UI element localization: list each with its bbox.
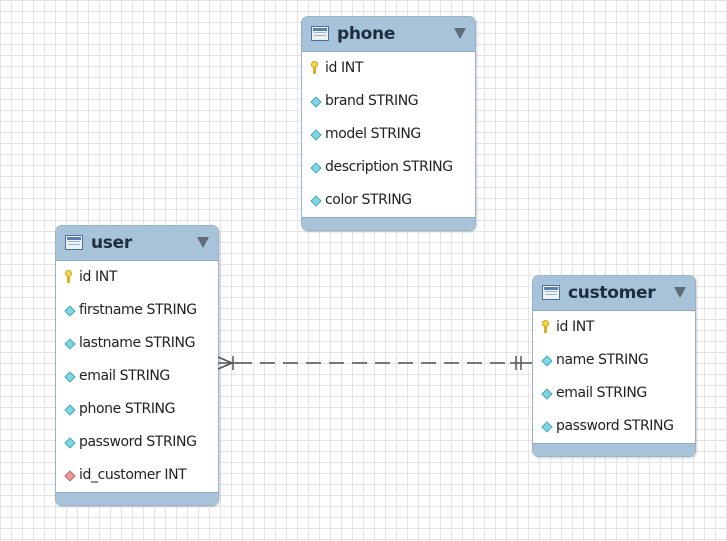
table-icon — [65, 235, 83, 250]
column-label: firstname STRING — [79, 302, 197, 318]
table-header[interactable]: user — [56, 226, 218, 261]
table-customer[interactable]: customer id INT name STRING email STRING… — [532, 275, 696, 457]
column-label: password STRING — [79, 434, 197, 450]
column-row[interactable]: email STRING — [533, 377, 695, 410]
table-title: user — [91, 233, 132, 253]
table-title: phone — [337, 24, 396, 44]
column-label: email STRING — [556, 385, 647, 401]
column-row[interactable]: phone STRING — [56, 393, 218, 426]
primary-key-icon — [65, 270, 72, 283]
column-label: brand STRING — [325, 93, 419, 109]
column-row[interactable]: model STRING — [302, 118, 475, 151]
column-row[interactable]: id INT — [533, 311, 695, 344]
one-cardinality-marker — [510, 356, 532, 370]
column-label: phone STRING — [79, 401, 176, 417]
column-label: password STRING — [556, 418, 674, 434]
column-row[interactable]: lastname STRING — [56, 327, 218, 360]
column-row[interactable]: password STRING — [533, 410, 695, 443]
column-label: description STRING — [325, 159, 453, 175]
table-title: customer — [568, 283, 656, 303]
column-row[interactable]: id INT — [302, 52, 475, 85]
column-row[interactable]: password STRING — [56, 426, 218, 459]
table-icon — [311, 26, 329, 41]
column-row[interactable]: email STRING — [56, 360, 218, 393]
table-user[interactable]: user id INT firstname STRING lastname ST… — [55, 225, 219, 506]
column-row[interactable]: color STRING — [302, 184, 475, 217]
collapse-arrow-icon[interactable] — [674, 287, 686, 298]
column-row[interactable]: name STRING — [533, 344, 695, 377]
column-label: email STRING — [79, 368, 170, 384]
column-row[interactable]: id INT — [56, 261, 218, 294]
column-label: id INT — [325, 60, 363, 76]
column-label: model STRING — [325, 126, 421, 142]
table-footer — [56, 492, 218, 505]
table-footer — [533, 443, 695, 456]
table-header[interactable]: customer — [533, 276, 695, 311]
collapse-arrow-icon[interactable] — [454, 28, 466, 39]
column-label: lastname STRING — [79, 335, 196, 351]
column-row[interactable]: description STRING — [302, 151, 475, 184]
column-label: id INT — [556, 319, 594, 335]
column-row[interactable]: firstname STRING — [56, 294, 218, 327]
many-cardinality-marker — [217, 356, 238, 370]
table-icon — [542, 285, 560, 300]
collapse-arrow-icon[interactable] — [197, 237, 209, 248]
column-row[interactable]: brand STRING — [302, 85, 475, 118]
primary-key-icon — [542, 320, 549, 333]
table-phone[interactable]: phone id INT brand STRING model STRING d… — [301, 16, 476, 231]
column-row[interactable]: id_customer INT — [56, 459, 218, 492]
column-label: id INT — [79, 269, 117, 285]
column-label: id_customer INT — [79, 467, 187, 483]
table-header[interactable]: phone — [302, 17, 475, 52]
table-footer — [302, 217, 475, 230]
column-label: color STRING — [325, 192, 412, 208]
column-label: name STRING — [556, 352, 649, 368]
primary-key-icon — [311, 61, 318, 74]
